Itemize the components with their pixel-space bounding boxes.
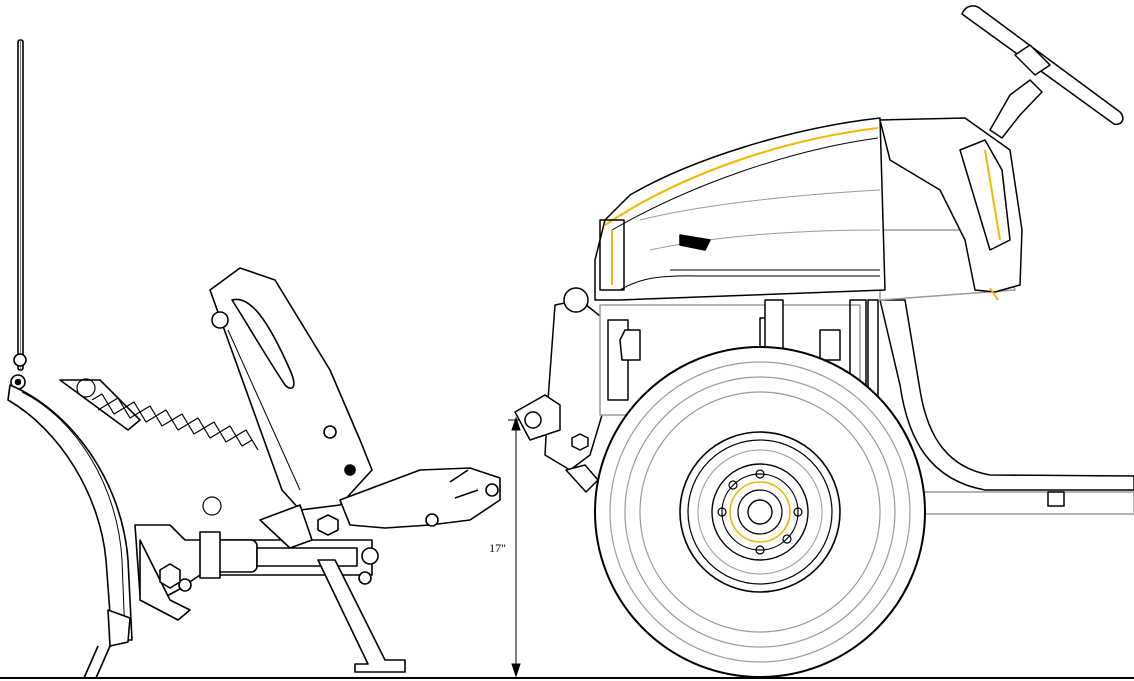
tractor-frame-rail [879,299,1134,491]
snow-plow-assembly [7,39,501,679]
hydraulic-cylinder [159,531,379,592]
plow-blade [7,384,133,641]
plow-kickstand [317,559,406,673]
steering-column [989,79,1043,139]
tractor-hood [594,117,886,301]
blade-marker-rod [10,39,27,390]
trip-spring [76,378,259,516]
front-wheel [594,346,926,678]
height-dimension [508,416,530,678]
push-mount-plate [339,467,501,529]
height-dimension-label: 17" [489,541,506,555]
